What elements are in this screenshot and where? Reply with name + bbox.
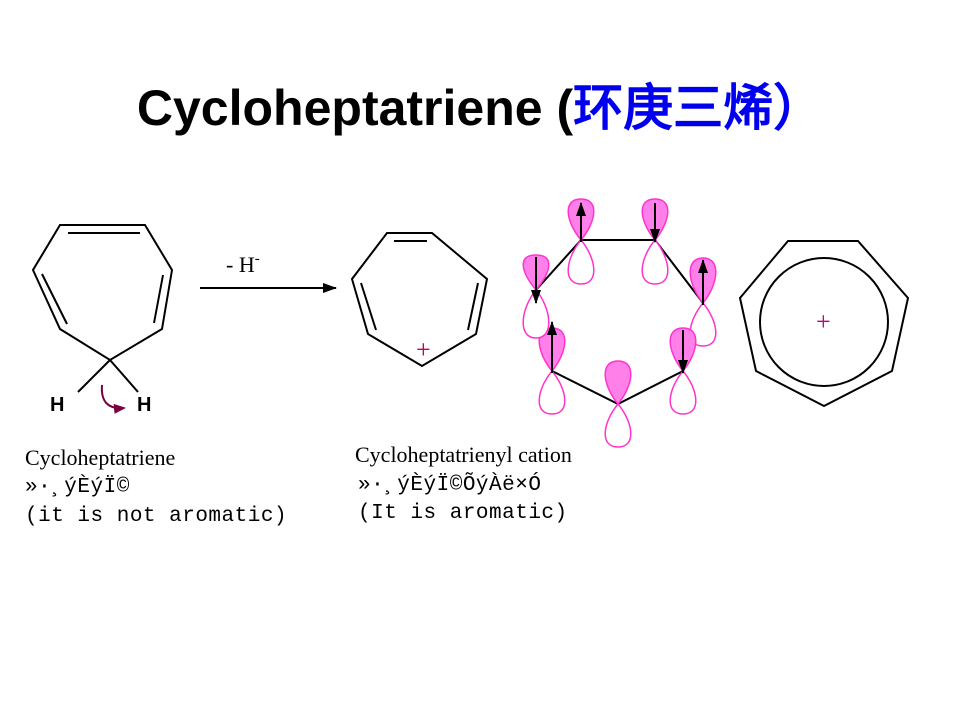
p-orbital-7 — [522, 254, 550, 339]
cation-garbled-text: »·¸ýÈýÏ©ÕýÀë×Ó — [358, 472, 541, 497]
aromatic-circle — [759, 257, 889, 387]
aromatic-plus-sign: + — [816, 307, 831, 336]
cation-structure — [350, 232, 489, 368]
cation-aromatic-note: (It is aromatic) — [358, 502, 568, 525]
cation-double-bond-right — [467, 282, 479, 331]
hydrogen-left: H — [50, 394, 64, 416]
p-orbital-3 — [689, 257, 717, 347]
double-bond-left — [41, 273, 68, 325]
cation-plus-sign: + — [416, 335, 431, 364]
aromatic-heptagon — [738, 240, 910, 408]
p-orbital-1 — [567, 198, 595, 285]
p-orbital-2 — [641, 198, 669, 285]
hydrogen-right: H — [137, 394, 151, 416]
ring-bonds — [31, 224, 174, 362]
p-orbital-4 — [669, 327, 697, 415]
title-main: Cycloheptatriene ( — [136, 80, 574, 136]
bond-to-h-right — [109, 359, 139, 393]
double-bond-right — [153, 274, 164, 324]
bond-to-h-left — [77, 359, 111, 393]
cation-double-bond-left — [360, 282, 377, 331]
p-orbital-6 — [538, 321, 566, 415]
reagent-label: - H- — [226, 251, 260, 277]
curved-arrow — [100, 384, 126, 414]
cycloheptatriene-structure — [31, 224, 174, 414]
left-garbled-text: »·¸ýÈýÏ© — [25, 475, 130, 499]
aromatic-ring-structure — [738, 240, 910, 408]
cation-name: Cycloheptatrienyl cation — [355, 442, 572, 467]
title-chinese: 环庚三烯） — [573, 80, 824, 136]
page-title: Cycloheptatriene (环庚三烯） — [0, 68, 960, 140]
orbital-diagram — [522, 198, 717, 448]
reagent-text: - H — [226, 252, 255, 277]
cation-ring — [350, 232, 489, 368]
left-aromatic-note: (it is not aromatic) — [25, 505, 287, 528]
left-name: Cycloheptatriene — [25, 445, 175, 470]
p-orbital-5-empty — [604, 360, 632, 448]
reagent-charge: - — [255, 251, 260, 267]
